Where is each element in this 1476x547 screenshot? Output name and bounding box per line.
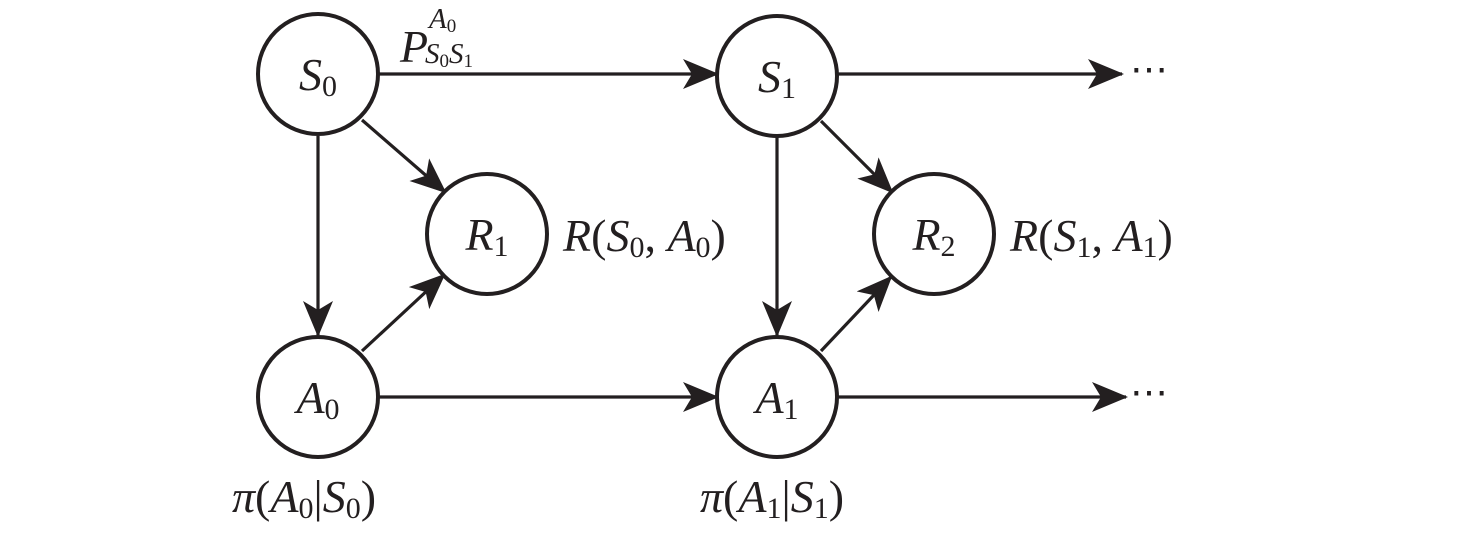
node-a1: A1 (715, 335, 839, 459)
node-r2-subscript: 2 (941, 230, 956, 263)
transition-sub2-sub: 1 (464, 51, 474, 72)
node-s1: S1 (715, 14, 839, 138)
svg-text:S0: S0 (299, 49, 337, 103)
edge-s1-r2 (819, 119, 894, 194)
node-s1-subscript: 1 (781, 72, 796, 105)
node-s0-subscript: 0 (322, 70, 337, 103)
svg-text:A0: A0 (427, 3, 456, 37)
node-r2-label: R (911, 209, 940, 260)
policy-label-0: π(A0|S0) (232, 471, 376, 525)
svg-text:R2: R2 (911, 209, 955, 263)
transition-sub1-base: S (425, 38, 440, 70)
node-r2: R2 (872, 172, 996, 296)
node-a0-subscript: 0 (325, 393, 340, 426)
reward-label-1: R(S1, A1) (1009, 210, 1173, 264)
node-r1-subscript: 1 (494, 230, 509, 263)
svg-text:A1: A1 (752, 372, 798, 426)
transition-sup-sub: 0 (447, 16, 457, 37)
node-a0: A0 (256, 335, 380, 459)
transition-sub1-sub: 0 (440, 51, 450, 72)
svg-text:R1: R1 (464, 209, 508, 263)
edge-a0-r1 (360, 273, 446, 353)
node-r1-label: R (464, 209, 493, 260)
edge-s0-r1 (360, 118, 447, 194)
node-a1-subscript: 1 (784, 393, 799, 426)
node-a0-label: A (293, 372, 325, 423)
svg-text:S0S1: S0S1 (425, 38, 473, 72)
node-a1-label: A (752, 372, 784, 423)
node-s0: S0 (256, 12, 380, 136)
transition-sup-base: A (427, 3, 447, 35)
transition-p: P (399, 21, 428, 72)
reward-label-0: R(S0, A0) (562, 210, 726, 264)
edge-a1-r2 (819, 275, 893, 353)
policy-label-1: π(A1|S1) (700, 471, 844, 525)
svg-text:S1: S1 (758, 51, 796, 105)
continuation-ellipsis-top: ⋯ (1130, 49, 1168, 91)
node-s1-label: S (758, 51, 781, 102)
transition-sub2-base: S (449, 38, 464, 70)
continuation-ellipsis-bottom: ⋯ (1130, 372, 1168, 414)
node-s0-label: S (299, 49, 322, 100)
transition-probability-label: P A0 S0S1 (399, 3, 473, 72)
svg-text:A0: A0 (293, 372, 339, 426)
node-r1: R1 (425, 172, 549, 296)
